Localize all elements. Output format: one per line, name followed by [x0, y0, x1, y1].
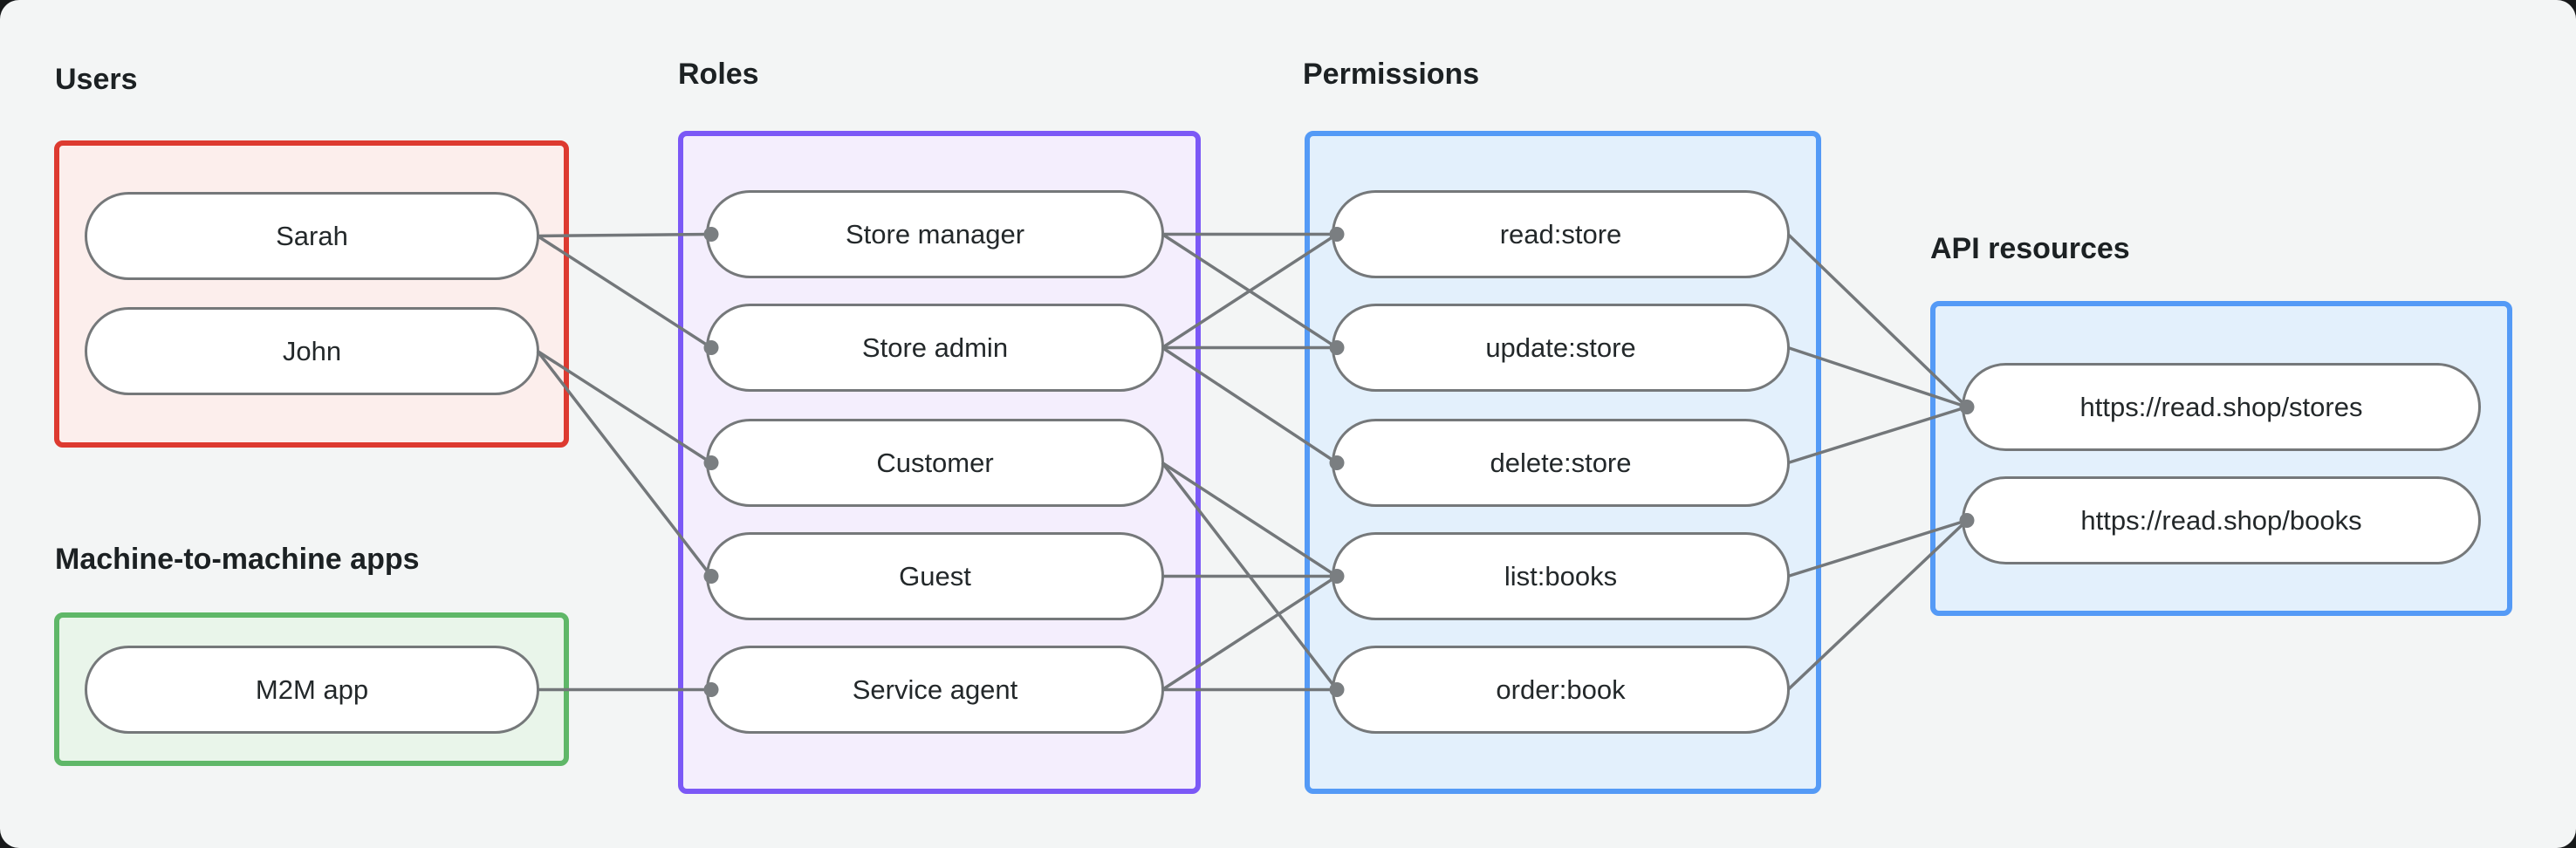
node-order-book: order:book	[1332, 646, 1790, 734]
node-m2m-app: M2M app	[85, 646, 539, 734]
node-api-stores: https://read.shop/stores	[1962, 363, 2481, 451]
roles-group-label: Roles	[678, 58, 759, 91]
node-delete-store: delete:store	[1332, 419, 1790, 507]
node-store-admin: Store admin	[706, 304, 1164, 392]
api-resources-group-label: API resources	[1930, 232, 2130, 265]
node-customer: Customer	[706, 419, 1164, 507]
node-list-books: list:books	[1332, 532, 1790, 620]
users-group-box	[54, 140, 569, 448]
node-store-manager: Store manager	[706, 190, 1164, 278]
node-service-agent: Service agent	[706, 646, 1164, 734]
users-group-label: Users	[55, 63, 138, 96]
node-sarah: Sarah	[85, 192, 539, 280]
permissions-group-label: Permissions	[1303, 58, 1480, 91]
node-update-store: update:store	[1332, 304, 1790, 392]
m2m-group-label: Machine-to-machine apps	[55, 543, 420, 576]
node-api-books: https://read.shop/books	[1962, 476, 2481, 564]
api-resources-group-box	[1930, 301, 2512, 616]
node-john: John	[85, 307, 539, 395]
node-read-store: read:store	[1332, 190, 1790, 278]
node-guest: Guest	[706, 532, 1164, 620]
